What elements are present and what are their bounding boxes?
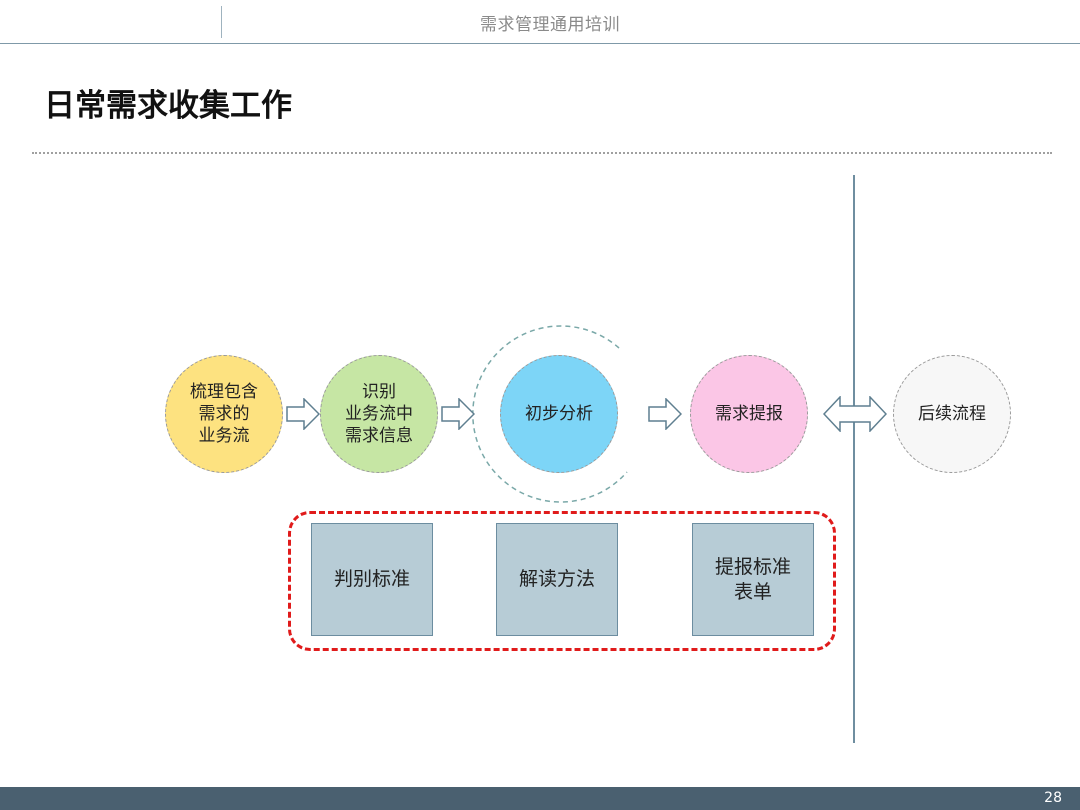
- tool-box-criteria: 判别标准: [311, 523, 433, 636]
- flow-arrow-right-icon: [441, 398, 475, 430]
- flow-node-business-flow: 梳理包含 需求的 业务流: [165, 355, 283, 473]
- flow-node-follow-up: 后续流程: [893, 355, 1011, 473]
- flow-node-initial-analysis: 初步分析: [500, 355, 618, 473]
- analysis-focus-ring: [472, 325, 628, 503]
- title-divider: [32, 152, 1052, 154]
- header-title: 需求管理通用培训: [480, 15, 620, 35]
- page-title: 日常需求收集工作: [44, 88, 292, 124]
- process-boundary-line: [853, 175, 855, 743]
- page-number: 28: [1044, 790, 1062, 806]
- flow-node-identify-requirements: 识别 业务流中 需求信息: [320, 355, 438, 473]
- header-underline: [0, 43, 1080, 44]
- tools-highlight-frame: [288, 511, 836, 651]
- flow-node-submit-requirement: 需求提报: [690, 355, 808, 473]
- tool-box-submission-form: 提报标准 表单: [692, 523, 814, 636]
- flow-arrow-right-icon: [648, 398, 682, 430]
- header-separator: [221, 6, 222, 38]
- tool-box-interpretation: 解读方法: [496, 523, 618, 636]
- flow-arrow-right-icon: [286, 398, 320, 430]
- footer-bar: 28: [0, 787, 1080, 810]
- flow-arrow-bidirectional-icon: [823, 396, 887, 432]
